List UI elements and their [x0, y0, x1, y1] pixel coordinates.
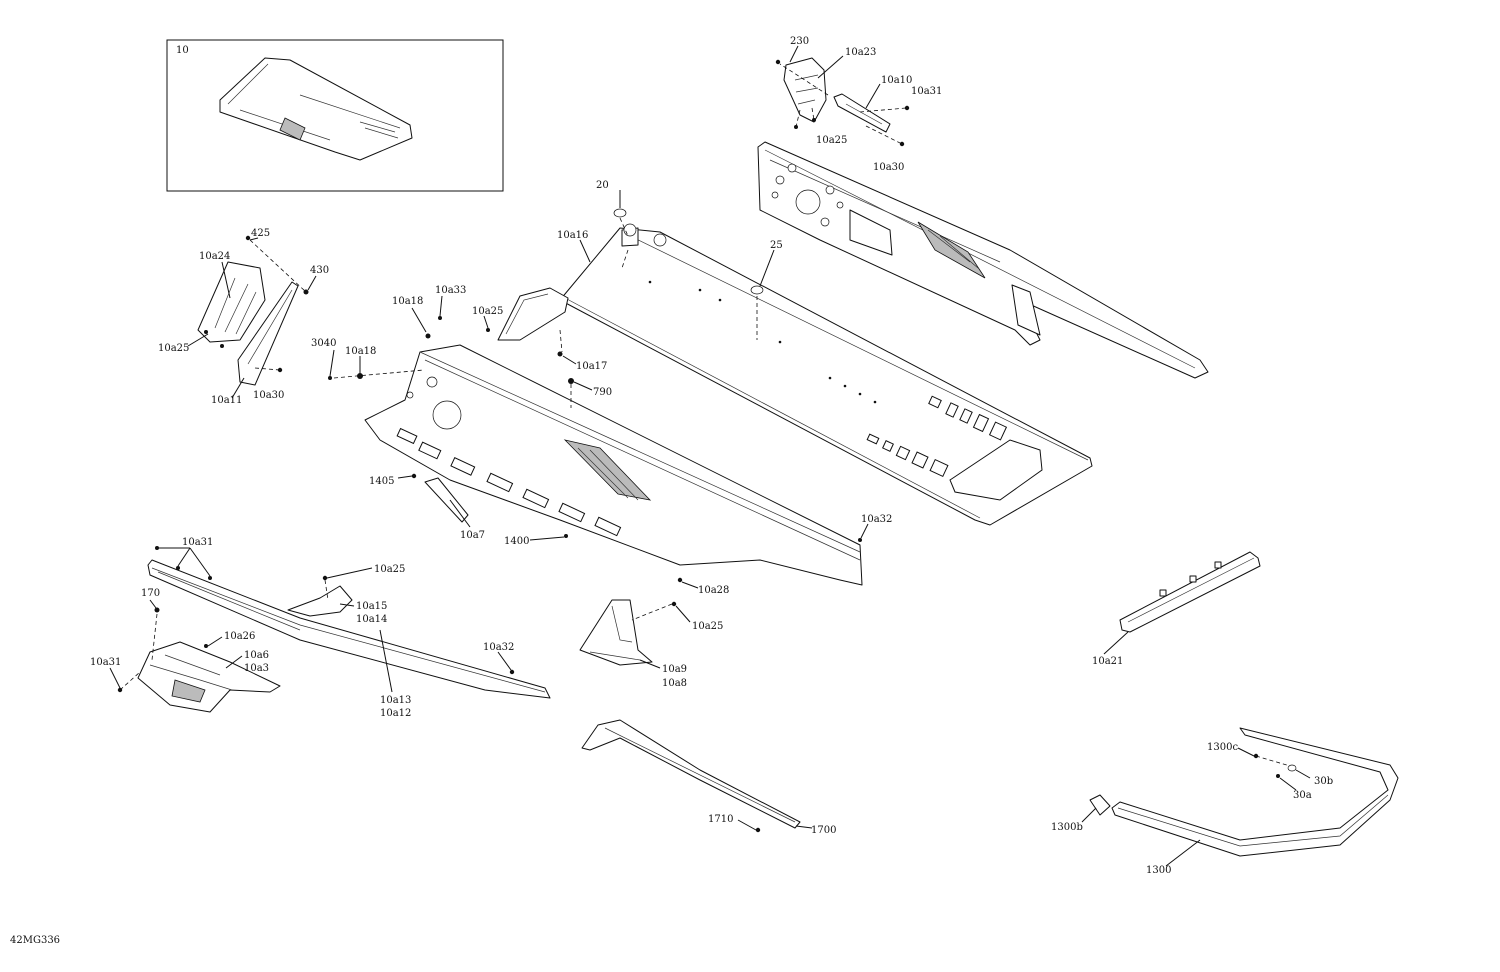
- label-10a31-top: 10a31: [911, 86, 942, 97]
- inset-chassis: [219, 57, 413, 161]
- label-10a31-left: 10a31: [90, 657, 121, 668]
- label-1300c: 1300c: [1207, 742, 1238, 753]
- label-430: 430: [310, 265, 329, 276]
- label-30b: 30b: [1314, 776, 1333, 787]
- fasteners: [117, 105, 1297, 833]
- label-1400: 1400: [504, 536, 529, 547]
- label-10a6: 10a6: [244, 650, 269, 661]
- diagram-code: 42MG336: [10, 935, 60, 946]
- label-1710: 1710: [708, 814, 733, 825]
- label-10a26: 10a26: [224, 631, 255, 642]
- label-10a11: 10a11: [211, 395, 242, 406]
- label-10a25-left: 10a25: [158, 343, 189, 354]
- label-10a21: 10a21: [1092, 656, 1123, 667]
- label-10-inset: 10: [176, 45, 189, 56]
- label-10a7: 10a7: [460, 530, 485, 541]
- label-20: 20: [596, 180, 609, 191]
- label-10a25-bracket: 10a25: [692, 621, 723, 632]
- tunnel-rivets: [648, 280, 877, 404]
- rear-bumper-1300: [1089, 727, 1399, 857]
- label-10a23: 10a23: [845, 47, 876, 58]
- label-10a31-front: 10a31: [182, 537, 213, 548]
- label-10a12: 10a12: [380, 708, 411, 719]
- label-10a8: 10a8: [662, 678, 687, 689]
- label-10a25-front: 10a25: [374, 564, 405, 575]
- label-10a16: 10a16: [557, 230, 588, 241]
- label-790: 790: [593, 387, 612, 398]
- label-10a17: 10a17: [576, 361, 607, 372]
- label-3040: 3040: [311, 338, 336, 349]
- label-10a30-left: 10a30: [253, 390, 284, 401]
- bracket-10a24: [197, 261, 266, 343]
- label-10a10: 10a10: [881, 75, 912, 86]
- label-10a18-mid: 10a18: [345, 346, 376, 357]
- label-10a3: 10a3: [244, 663, 269, 674]
- label-10a30-top: 10a30: [873, 162, 904, 173]
- front-cover: [497, 287, 569, 341]
- callout-labels: 10 230 10a23 10a10 10a31 10a25 10a30 20 …: [90, 36, 1333, 876]
- chassis-cutouts: [396, 427, 622, 537]
- inset-frame: [166, 39, 504, 192]
- tunnel-top-plate: [559, 223, 1093, 526]
- label-10a32-front: 10a32: [483, 642, 514, 653]
- label-10a24: 10a24: [199, 251, 230, 262]
- label-1700: 1700: [811, 825, 836, 836]
- label-1405: 1405: [369, 476, 394, 487]
- leader-lines: [109, 45, 1311, 867]
- label-25: 25: [770, 240, 783, 251]
- label-230: 230: [790, 36, 809, 47]
- label-10a15: 10a15: [356, 601, 387, 612]
- label-170: 170: [141, 588, 160, 599]
- bracket-10a15: [287, 585, 353, 617]
- label-10a14: 10a14: [356, 614, 387, 625]
- label-10a25-mid: 10a25: [472, 306, 503, 317]
- rail-10a21: [1119, 551, 1261, 633]
- label-10a18-top: 10a18: [392, 296, 423, 307]
- bracket-10a10: [833, 93, 891, 133]
- bracket-10a11: [237, 281, 299, 386]
- rear-side-rail: [757, 141, 1209, 379]
- front-chassis: [364, 344, 863, 586]
- label-10a33: 10a33: [435, 285, 466, 296]
- label-425: 425: [251, 228, 270, 239]
- skid-plate: [137, 641, 281, 713]
- label-10a25-top: 10a25: [816, 135, 847, 146]
- label-10a13: 10a13: [380, 695, 411, 706]
- label-10a28: 10a28: [698, 585, 729, 596]
- label-10a32-right: 10a32: [861, 514, 892, 525]
- tunnel-slots: [866, 395, 1043, 501]
- bracket-10a9: [579, 599, 653, 666]
- label-1300b: 1300b: [1051, 822, 1083, 833]
- front-bumper: [147, 559, 551, 699]
- rail-1700: [581, 719, 801, 829]
- label-1300: 1300: [1146, 865, 1171, 876]
- bracket-10a7: [424, 477, 469, 523]
- label-30a: 30a: [1293, 790, 1312, 801]
- label-10a9: 10a9: [662, 664, 687, 675]
- bracket-10a23: [775, 57, 827, 123]
